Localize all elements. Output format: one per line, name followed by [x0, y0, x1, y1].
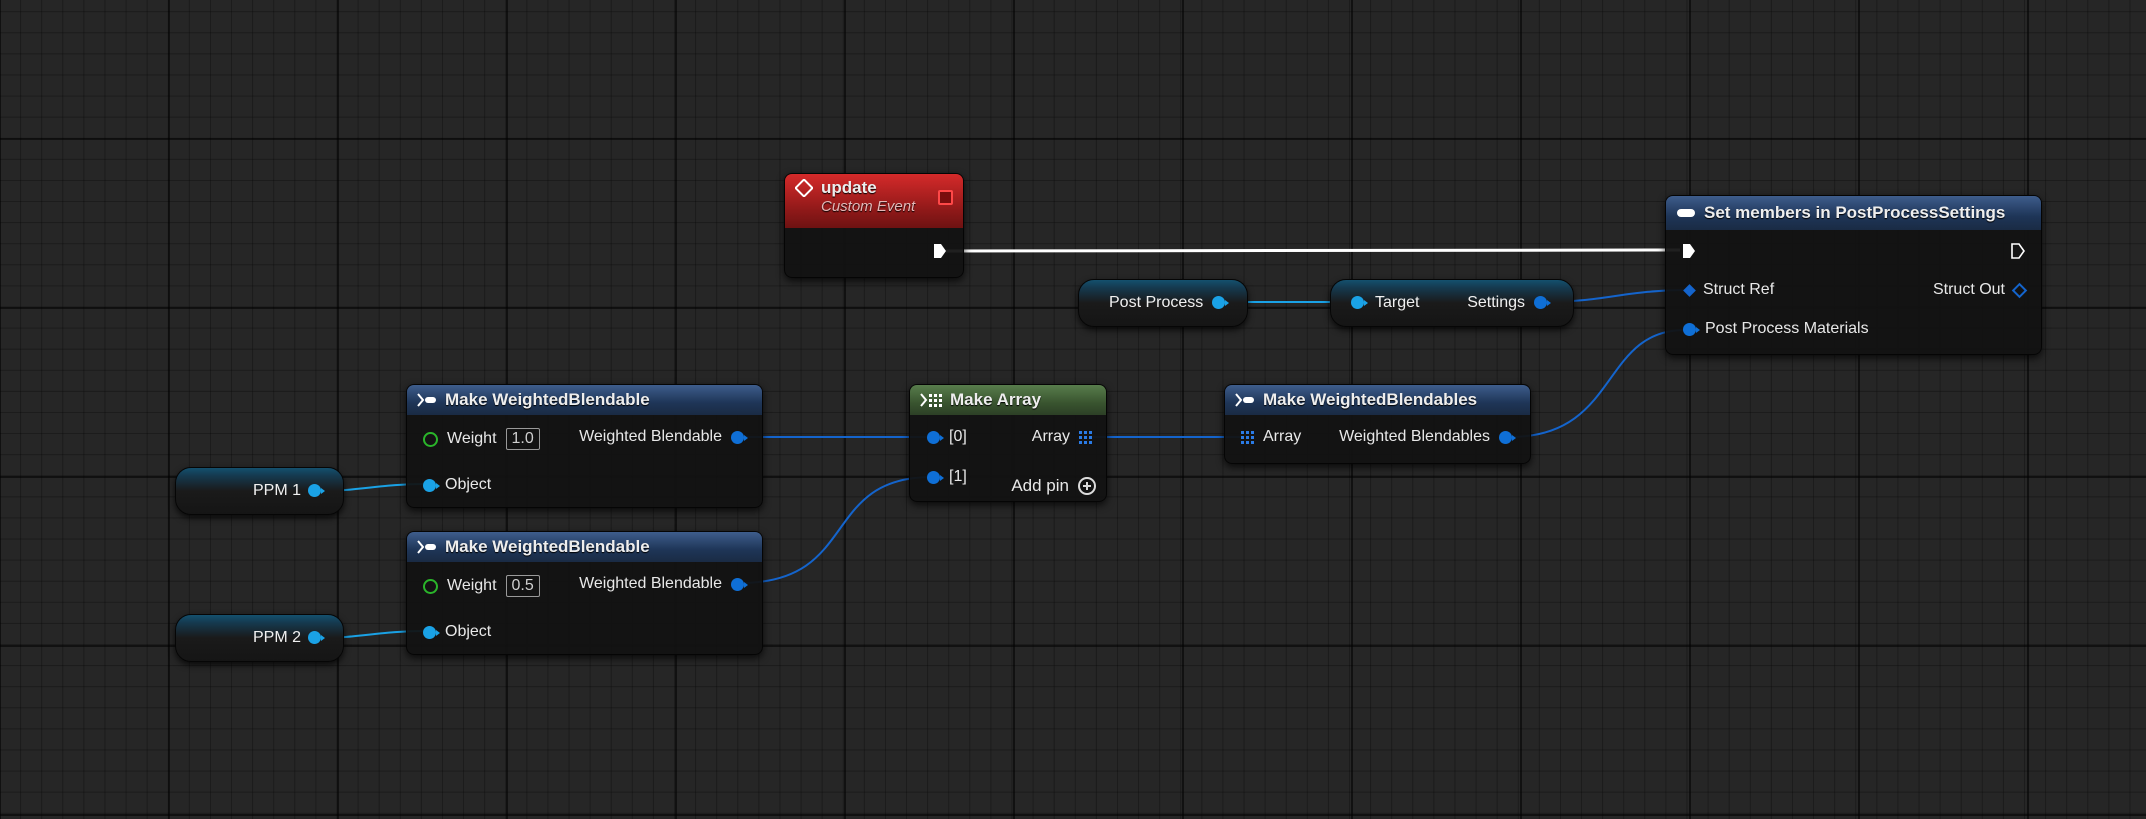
weight-value-input-2[interactable]: 0.5 — [505, 575, 540, 597]
object-label-1: Object — [445, 476, 492, 493]
blendable2-to-array1-wire — [739, 476, 933, 584]
make-weighted-blendable-node-1[interactable]: Make WeightedBlendable Weight 1.0 Weight… — [406, 384, 763, 508]
break-settings-node[interactable]: Target Settings — [1330, 279, 1574, 327]
ppm1-output-pin-icon[interactable] — [308, 484, 325, 497]
weighted-blendable-output-pin-icon-1[interactable] — [731, 430, 748, 444]
function-icon — [1677, 209, 1695, 217]
custom-event-header[interactable]: update Custom Event — [785, 174, 963, 228]
blendables-array-input-row[interactable]: Array — [1241, 428, 1301, 446]
ppm2-output-pin-icon[interactable] — [308, 631, 325, 644]
struct-out-pin-icon[interactable] — [2011, 282, 2028, 298]
ppm2-variable-label: PPM 2 — [252, 629, 301, 646]
exec-wire — [945, 248, 1681, 253]
blendables-to-materials-wire — [1509, 329, 1686, 438]
make-array-title: Make Array — [950, 390, 1042, 409]
object-row-1[interactable]: Object — [423, 476, 491, 494]
post-process-materials-row[interactable]: Post Process Materials — [1683, 320, 1869, 338]
array-output-label: Array — [1031, 428, 1070, 445]
set-members-node[interactable]: Set members in PostProcessSettings Struc… — [1665, 195, 2042, 355]
make-array-header[interactable]: Make Array — [910, 385, 1106, 415]
array-pin-1-icon[interactable] — [927, 470, 944, 484]
make-weighted-blendables-header[interactable]: Make WeightedBlendables — [1225, 385, 1530, 415]
weight-pin-icon-1[interactable] — [423, 431, 438, 447]
weighted-blendables-output-label: Weighted Blendables — [1339, 428, 1490, 445]
struct-out-label: Struct Out — [1932, 281, 2005, 298]
make-weighted-blendables-title: Make WeightedBlendables — [1263, 390, 1478, 409]
weighted-blendables-output-pin-icon[interactable] — [1499, 430, 1516, 444]
weighted-blendable-output-label-2: Weighted Blendable — [579, 575, 722, 592]
make-weighted-blendable-header-2[interactable]: Make WeightedBlendable — [407, 532, 762, 562]
array-pin-0-row[interactable]: [0] — [927, 428, 967, 446]
add-pin-label: Add pin — [1011, 476, 1069, 495]
array-pin-0-icon[interactable] — [927, 430, 944, 444]
blendables-array-input-label: Array — [1263, 428, 1302, 445]
delegate-pin-icon[interactable] — [938, 190, 953, 205]
array-pin-1-label: [1] — [949, 468, 967, 485]
exec-in-pin-icon[interactable] — [1682, 243, 1696, 259]
weight-value-input-1[interactable]: 1.0 — [505, 428, 540, 450]
array-pin-0-label: [0] — [949, 428, 967, 445]
weight-row-2[interactable]: Weight 0.5 — [423, 575, 540, 597]
target-label: Target — [1375, 294, 1420, 311]
weight-label-1: Weight — [447, 430, 497, 447]
weight-row-1[interactable]: Weight 1.0 — [423, 428, 540, 450]
struct-out-row[interactable]: Struct Out — [1932, 281, 2028, 299]
post-process-variable-node[interactable]: Post Process — [1078, 279, 1248, 327]
post-process-output-pin-icon[interactable] — [1212, 296, 1229, 309]
weighted-blendables-output-row[interactable]: Weighted Blendables — [1339, 428, 1516, 446]
make-weighted-blendable-title-1: Make WeightedBlendable — [445, 390, 650, 409]
set-members-header[interactable]: Set members in PostProcessSettings — [1666, 196, 2041, 230]
object-pin-icon-1[interactable] — [423, 478, 440, 492]
make-weighted-blendable-title-2: Make WeightedBlendable — [445, 537, 650, 556]
post-process-materials-pin-icon[interactable] — [1683, 322, 1700, 336]
target-pin-icon[interactable] — [1351, 296, 1368, 309]
make-weighted-blendable-node-2[interactable]: Make WeightedBlendable Weight 0.5 Weight… — [406, 531, 763, 655]
ppm1-variable-node[interactable]: PPM 1 — [175, 467, 344, 515]
post-process-materials-label: Post Process Materials — [1705, 320, 1869, 337]
struct-ref-row[interactable]: Struct Ref — [1683, 281, 1775, 299]
object-label-2: Object — [445, 623, 492, 640]
struct-ref-label: Struct Ref — [1703, 281, 1775, 298]
array-function-icon — [920, 393, 942, 407]
weighted-blendable-output-row-2[interactable]: Weighted Blendable — [579, 575, 748, 593]
object-row-2[interactable]: Object — [423, 623, 491, 641]
array-output-row[interactable]: Array — [1032, 428, 1092, 446]
ppm2-variable-node[interactable]: PPM 2 — [175, 614, 344, 662]
ppm1-variable-label: PPM 1 — [252, 482, 301, 499]
weighted-blendable-output-row-1[interactable]: Weighted Blendable — [579, 428, 748, 446]
add-pin-button[interactable]: Add pin — [1011, 476, 1096, 496]
exec-out-pin-icon[interactable] — [933, 243, 947, 259]
make-weighted-blendable-header-1[interactable]: Make WeightedBlendable — [407, 385, 762, 415]
weight-label-2: Weight — [447, 577, 497, 594]
event-diamond-icon — [795, 179, 813, 197]
function-icon — [417, 540, 436, 554]
custom-event-subtitle: Custom Event — [821, 198, 916, 215]
custom-event-node[interactable]: update Custom Event — [784, 173, 964, 278]
weighted-blendable-output-label-1: Weighted Blendable — [579, 428, 722, 445]
make-array-node[interactable]: Make Array [0] Array [1] Add pin — [909, 384, 1107, 502]
array-output-pin-icon[interactable] — [1079, 430, 1092, 444]
function-icon — [1235, 393, 1254, 407]
blendables-array-input-pin-icon[interactable] — [1241, 430, 1254, 444]
post-process-variable-label: Post Process — [1109, 294, 1204, 311]
custom-event-title: update — [821, 178, 877, 197]
object-pin-icon-2[interactable] — [423, 625, 440, 639]
add-pin-icon[interactable] — [1078, 477, 1096, 495]
settings-label: Settings — [1467, 294, 1525, 311]
weighted-blendable-output-pin-icon-2[interactable] — [731, 577, 748, 591]
function-icon — [417, 393, 436, 407]
array-pin-1-row[interactable]: [1] — [927, 468, 967, 486]
set-members-title: Set members in PostProcessSettings — [1704, 203, 2006, 222]
struct-ref-pin-icon[interactable] — [1683, 283, 1696, 297]
weight-pin-icon-2[interactable] — [423, 578, 438, 594]
make-weighted-blendables-node[interactable]: Make WeightedBlendables Array Weighted B… — [1224, 384, 1531, 464]
exec-out-pin-icon[interactable] — [2011, 243, 2025, 259]
settings-pin-icon[interactable] — [1534, 296, 1551, 309]
